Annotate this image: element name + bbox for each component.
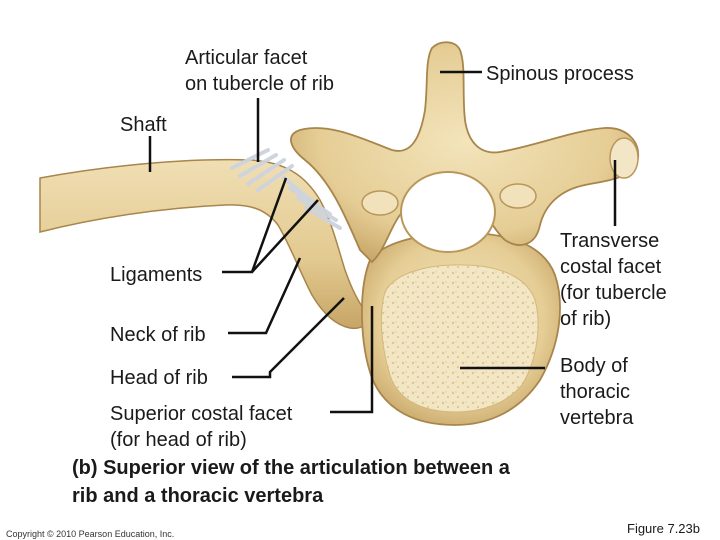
figure-number: Figure 7.23b [627, 521, 700, 536]
label-articular-facet: Articular facet on tubercle of rib [185, 47, 334, 95]
left-pedicle-shape [361, 190, 399, 216]
label-spinous-process: Spinous process [486, 63, 634, 85]
rib-shape [39, 158, 370, 330]
copyright-notice: Copyright © 2010 Pearson Education, Inc. [6, 529, 175, 539]
label-ligaments: Ligaments [110, 264, 203, 286]
right-pedicle-shape [499, 183, 537, 209]
leader-head-of-rib [232, 297, 345, 379]
leader-ligaments-2 [251, 199, 319, 273]
label-transverse-costal-facet: Transverse costal facet (for tubercle of… [560, 230, 667, 330]
label-superior-costal-facet: Superior costal facet (for head of rib) [110, 403, 293, 451]
transverse-costal-facet-shape [609, 137, 639, 179]
cancellous-bone-shape [380, 264, 539, 413]
figure-caption: (b) Superior view of the articulation be… [72, 457, 510, 507]
leader-superior-costal-facet [330, 306, 374, 414]
label-head-of-rib: Head of rib [110, 367, 208, 389]
leader-neck-of-rib [228, 257, 302, 335]
ligament-fibers [230, 148, 342, 230]
leader-lines [148, 70, 617, 414]
label-neck-of-rib: Neck of rib [110, 324, 206, 346]
label-shaft: Shaft [120, 114, 167, 136]
vertebral-foramen [400, 171, 496, 253]
label-body-of-vertebra: Body of thoracic vertebra [560, 355, 634, 429]
